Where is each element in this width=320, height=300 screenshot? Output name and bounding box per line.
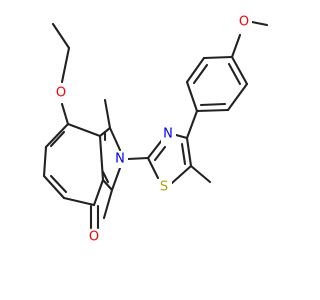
- bond-c1-methyl: [103, 98, 112, 130]
- bond-c6-c5-inner: [49, 174, 68, 194]
- bond-o-ring: [60, 102, 70, 126]
- bond-c8-c7: [44, 122, 70, 149]
- bond-ph-2-inner: [192, 63, 209, 85]
- bond-c5-s1: [170, 164, 193, 185]
- atom-o-ketone: O: [86, 229, 102, 246]
- molecule-canvas: O N N S O O: [42, 14, 269, 246]
- atom-n-thiazole: N: [161, 126, 176, 143]
- bond-c1-n2: [108, 126, 122, 152]
- bond-c3-c3a: [101, 178, 114, 192]
- bond-ph-6-inner: [199, 102, 227, 107]
- bond-n2-c3: [110, 166, 122, 192]
- atom-s-thiazole: S: [157, 179, 172, 196]
- bond-c4-phenyl: [185, 109, 199, 140]
- atom-o-ethoxy-label: O: [56, 86, 66, 101]
- bond-c5-c4: [62, 196, 96, 207]
- bond-c4-c3a: [92, 178, 105, 207]
- atom-o-methoxy: O: [236, 14, 252, 31]
- bond-c4-c5-inner: [180, 142, 187, 166]
- atom-n-pyrrole-label: N: [115, 152, 125, 167]
- bond-layer: [42, 20, 269, 230]
- bond-c8-c7-inner: [49, 130, 66, 148]
- bond-c7-c6: [42, 145, 48, 178]
- bond-c3-methyl: [102, 188, 114, 220]
- bond-o-ch3: [250, 20, 269, 27]
- atom-n-pyrrole: N: [113, 151, 128, 168]
- bond-ph-1: [185, 80, 199, 113]
- bond-ethyl-ch3: [51, 22, 71, 50]
- bond-n2-thiazole: [126, 156, 150, 161]
- bond-ph-o: [230, 33, 242, 59]
- atom-n-thiazole-label: N: [163, 127, 173, 142]
- bond-ph-6: [195, 108, 230, 113]
- bond-c2-n3-inner: [153, 145, 167, 162]
- bond-ph-3: [202, 55, 234, 60]
- bond-ph-4-inner: [227, 62, 242, 86]
- bond-c8a-c8: [66, 122, 102, 138]
- structure-diagram: O N N S O O: [42, 14, 269, 246]
- bond-c6-c5: [42, 174, 66, 200]
- bond-ph-4: [230, 55, 249, 86]
- bond-c2-n3: [146, 138, 164, 160]
- bond-c4-c5: [185, 136, 193, 168]
- bond-c5-methyl: [189, 164, 212, 184]
- bond-s1-c2: [146, 156, 160, 180]
- bond-ph-2: [185, 56, 206, 84]
- atom-o-methoxy-label: O: [239, 15, 249, 30]
- atom-s-thiazole-label: S: [160, 180, 168, 195]
- bond-c3-c3a-inner: [101, 170, 110, 184]
- bond-ethyl-ch2-o: [60, 46, 71, 84]
- atom-o-ketone-label: O: [89, 230, 99, 245]
- atom-o-ethoxy: O: [53, 85, 69, 102]
- bond-n3-c4: [174, 133, 189, 140]
- bond-ph-5: [226, 82, 249, 112]
- atom-layer: O N N S O O: [53, 14, 252, 246]
